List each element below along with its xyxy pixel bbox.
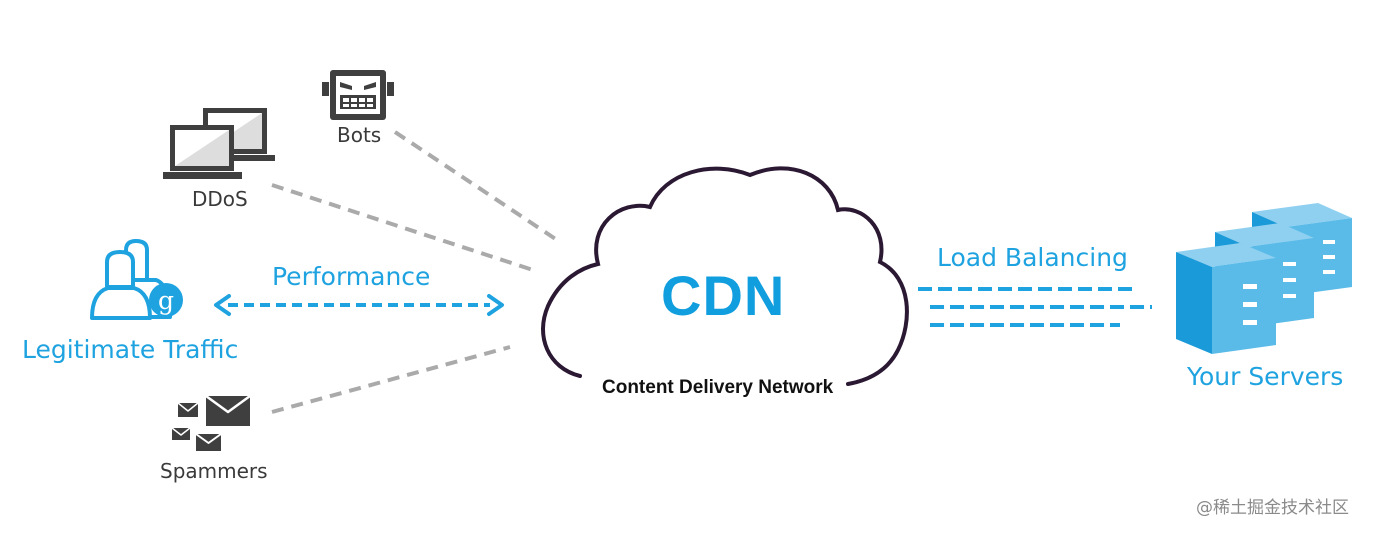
laptops-icon bbox=[163, 108, 275, 179]
load-balancing-edge bbox=[918, 287, 1152, 327]
spammers-edge bbox=[271, 345, 511, 414]
ddos-edge bbox=[271, 183, 534, 272]
cdn-sublabel: Content Delivery Network bbox=[602, 377, 834, 398]
arrowhead-right bbox=[487, 294, 504, 316]
load-balancing-label: Load Balancing bbox=[937, 243, 1128, 272]
envelopes-icon bbox=[171, 394, 251, 451]
your-servers-label: Your Servers bbox=[1187, 362, 1344, 391]
google-badge-icon: g bbox=[149, 283, 183, 317]
threat-lines bbox=[271, 130, 562, 414]
robot-icon bbox=[322, 70, 394, 120]
servers-icon bbox=[1176, 203, 1352, 354]
svg-text:g: g bbox=[158, 286, 174, 315]
watermark: @稀土掘金技术社区 bbox=[1196, 498, 1349, 518]
bots-label: Bots bbox=[337, 123, 382, 147]
legitimate-traffic-label: Legitimate Traffic bbox=[22, 335, 239, 364]
bots-edge bbox=[393, 130, 562, 244]
cdn-label: CDN bbox=[661, 264, 786, 327]
performance-label: Performance bbox=[272, 262, 431, 291]
performance-edge bbox=[214, 294, 504, 316]
ddos-label: DDoS bbox=[192, 187, 248, 211]
spammers-label: Spammers bbox=[160, 459, 268, 483]
arrowhead-left bbox=[214, 294, 231, 316]
cloud-icon bbox=[541, 166, 909, 386]
